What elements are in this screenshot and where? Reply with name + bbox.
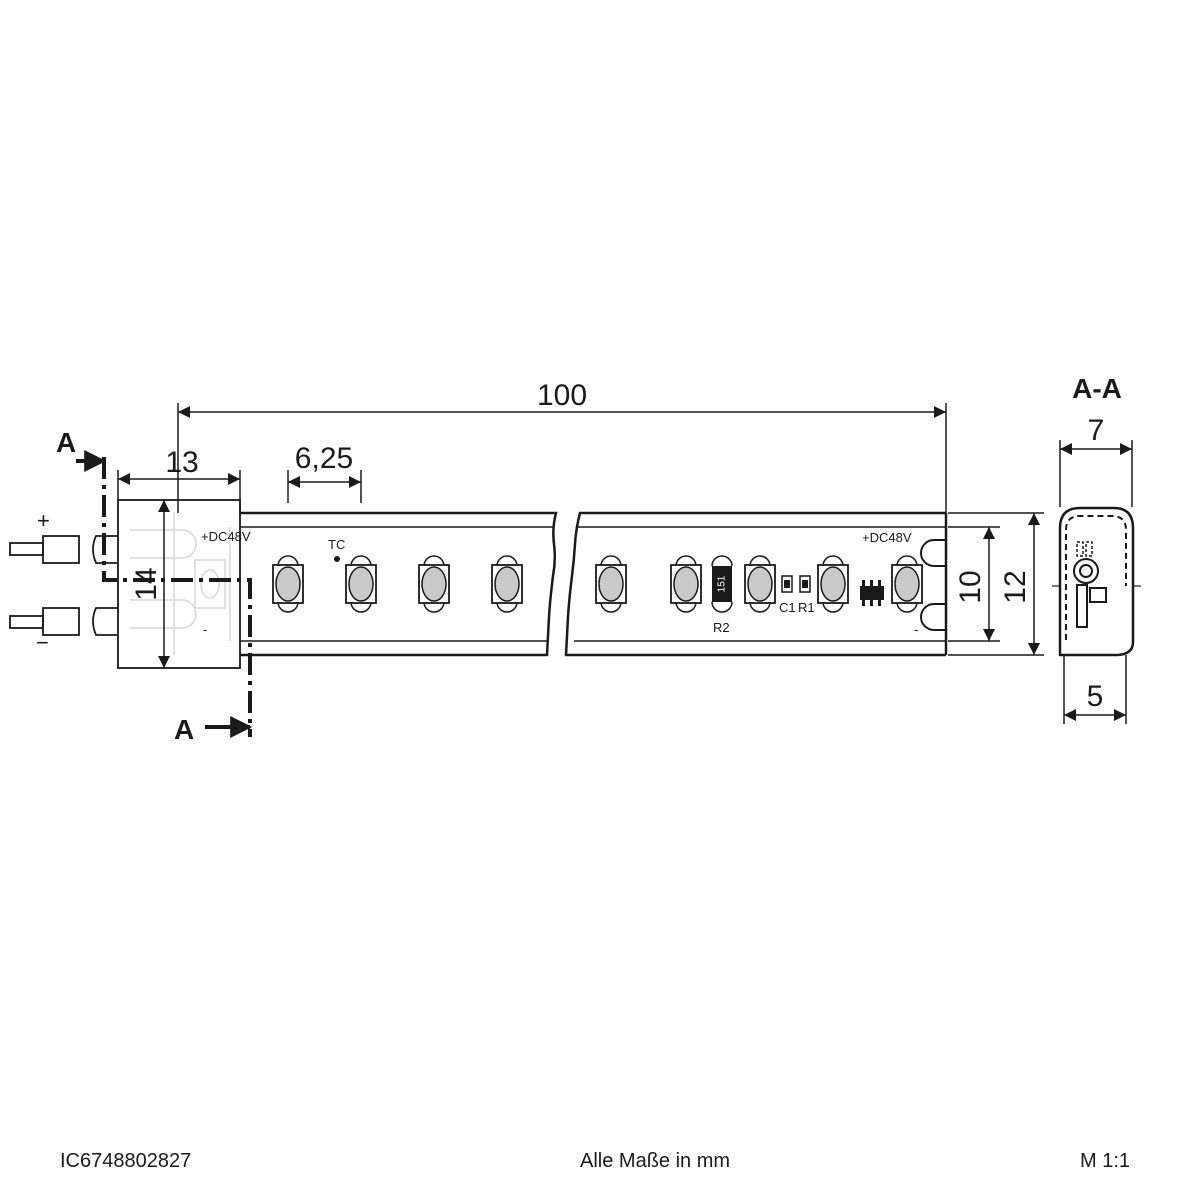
section-marker-bottom: A <box>174 714 194 745</box>
resistor-code-label: 151 <box>717 575 728 592</box>
plus-label: + <box>37 508 50 533</box>
tc-point <box>334 556 340 562</box>
r1-label: R1 <box>798 600 815 615</box>
pcb-edges <box>240 526 946 642</box>
section-line <box>102 457 252 737</box>
wire-plus <box>9 535 118 564</box>
led-chip <box>272 555 304 613</box>
minus-label-right: - <box>914 622 918 637</box>
voltage-label-left: +DC48V <box>201 529 251 544</box>
section-title: A-A <box>1072 373 1122 404</box>
dim-connector-height: 14 <box>130 567 163 600</box>
c1-label: C1 <box>779 600 796 615</box>
dim-section-outer: 7 <box>1088 414 1105 447</box>
dim-led-pitch: 6,25 <box>295 442 353 475</box>
led-chips <box>272 555 923 613</box>
voltage-label-right: +DC48V <box>862 530 912 545</box>
wire-minus <box>9 607 118 636</box>
resistor-r2: 151 <box>711 555 733 613</box>
led-chip <box>418 555 450 613</box>
article-number: IC6748802827 <box>60 1150 192 1172</box>
dim-total-length: 100 <box>537 379 587 412</box>
scale-label: M 1:1 <box>1080 1150 1131 1172</box>
led-chip <box>744 555 776 613</box>
capacitor-c1 <box>781 575 793 593</box>
strip-outline <box>240 511 948 657</box>
led-chip <box>891 555 923 613</box>
minus-label: − <box>36 630 49 655</box>
led-chip <box>670 555 702 613</box>
end-pads <box>920 539 946 631</box>
minus-label-left: - <box>203 622 207 637</box>
r2-label: R2 <box>713 620 730 635</box>
led-chip <box>345 555 377 613</box>
connector-body: +DC48V - <box>117 499 251 669</box>
dim-section-inner: 5 <box>1087 680 1104 713</box>
resistor-r1 <box>799 575 811 593</box>
led-chip <box>491 555 523 613</box>
led-chip <box>595 555 627 613</box>
units-note: Alle Maße in mm <box>580 1150 731 1172</box>
led-chip <box>817 555 849 613</box>
dim-connector-length: 13 <box>165 446 198 479</box>
section-marker-top: A <box>56 427 76 458</box>
dim-pcb-width: 10 <box>954 570 987 603</box>
ic-chip <box>860 580 884 606</box>
dimension-lines <box>117 403 1133 724</box>
tc-label: TC <box>328 537 345 552</box>
section-profile <box>1052 506 1141 657</box>
dim-profile-height: 12 <box>999 570 1032 603</box>
